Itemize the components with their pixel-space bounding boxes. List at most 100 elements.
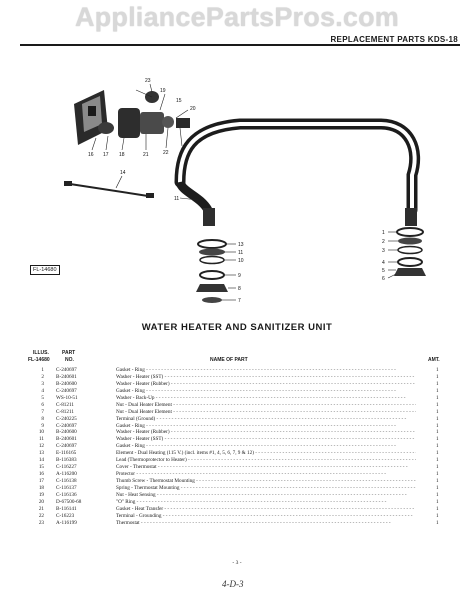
part-number: B-116141 [56, 505, 77, 512]
part-number: B-240600 [56, 429, 77, 436]
callout-23: 23 [145, 78, 151, 84]
item-number: 4 [41, 387, 44, 394]
part-name: Gasket - Ring [116, 443, 416, 450]
part-number: C-240697 [56, 387, 77, 394]
callout-22: 22 [163, 150, 169, 156]
part-number: C-240697 [56, 443, 77, 450]
page-header-title: REPLACEMENT PARTS KDS-18 [330, 35, 458, 44]
part-quantity: 1 [436, 491, 439, 498]
watermark-logo: AppliancePartsPros.com [74, 2, 399, 32]
section-title: WATER HEATER AND SANITIZER UNIT [141, 322, 333, 333]
table-row: 16A-116200Protector1 [0, 471, 474, 478]
part-name: Washer - Heater (Rubber) [116, 429, 416, 436]
left-washer-stack [196, 239, 228, 303]
callout-7: 7 [238, 298, 241, 304]
part-quantity: 1 [436, 436, 439, 443]
callout-18: 18 [119, 152, 125, 158]
part-quantity: 1 [436, 401, 439, 408]
part-number: B-240601 [56, 436, 77, 443]
part-name: Washer - Heater (SST) [116, 374, 416, 381]
part-quantity: 1 [436, 519, 439, 526]
part-name: Lead (Thermoprotector to Heater) [116, 457, 416, 464]
part-name: Terminal (Ground) [116, 416, 416, 423]
item-number: 17 [38, 478, 44, 484]
callout-21: 21 [143, 152, 149, 158]
part-quantity: 1 [436, 478, 439, 484]
table-row: 10 B-240600 Washer - Heater (Rubber) 1 [0, 429, 474, 436]
part-number: A-116199 [56, 519, 77, 526]
part-number: C-240697 [56, 422, 77, 429]
callout-11-top: 11 [174, 196, 179, 202]
thermostat-body [98, 89, 190, 138]
part-name: "O" Ring [116, 499, 416, 506]
callout-15: 15 [176, 98, 182, 104]
col-header-illus-sub: FL-14680 [28, 357, 50, 363]
part-quantity: 1 [436, 443, 439, 450]
item-number: 11 [39, 436, 44, 443]
item-number: 8 [41, 415, 44, 422]
part-quantity: 1 [436, 471, 439, 478]
page-number: - 3 - [232, 560, 242, 566]
item-number: 10 [38, 429, 44, 436]
item-number: 1 [41, 367, 44, 373]
callout-17: 17 [103, 152, 109, 158]
part-name: Terminal - Grounding [116, 513, 416, 520]
item-number: 5 [41, 394, 44, 401]
part-quantity: 1 [436, 457, 439, 464]
heater-tube [174, 118, 421, 226]
item-number: 20 [38, 498, 44, 505]
part-quantity: 1 [436, 429, 439, 436]
part-name: Gasket - Ring [116, 423, 416, 430]
callout-9: 9 [238, 273, 241, 279]
part-quantity: 1 [436, 387, 439, 394]
handwritten-note: 4-D-3 [222, 579, 244, 589]
part-quantity: 1 [436, 450, 439, 457]
part-name: Element - Dual Heating (115 V.) (incl. i… [116, 450, 416, 457]
item-number: 16 [38, 471, 44, 478]
part-number: WS-10-51 [56, 394, 78, 401]
table-row: 20D-67500-68"O" Ring1 [0, 499, 474, 506]
part-name: Nut - Dual Heater Element [116, 409, 416, 416]
part-number: C-240225 [56, 415, 77, 422]
part-quantity: 1 [436, 464, 439, 471]
part-number: B-240600 [56, 380, 77, 387]
right-washer-stack [394, 227, 426, 276]
item-number: 22 [38, 512, 44, 519]
thermostat-cover [74, 90, 108, 145]
col-header-part-sub: NO. [65, 357, 74, 363]
item-number: 12 [38, 443, 44, 450]
item-number: 7 [41, 408, 44, 415]
figure-label: FL-14680 [30, 265, 60, 275]
callout-20: 20 [190, 106, 196, 112]
part-name: Thermostat [116, 520, 416, 527]
callout-6: 6 [382, 276, 385, 282]
part-name: Washer - Back-Up [116, 395, 416, 402]
callout-8: 8 [238, 286, 241, 292]
part-number: C-116137 [56, 484, 77, 491]
callout-3: 3 [382, 248, 385, 254]
part-quantity: 1 [436, 422, 439, 429]
part-quantity: 1 [436, 380, 439, 387]
part-quantity: 1 [436, 408, 439, 415]
part-number: C-116227 [56, 464, 77, 471]
callout-19: 19 [160, 88, 166, 94]
table-row: 12 C-240697 Gasket - Ring 1 [0, 443, 474, 450]
col-header-name: NAME OF PART [210, 357, 248, 363]
callout-13: 13 [238, 242, 244, 248]
item-number: 15 [38, 464, 44, 471]
part-number: C-81211 [56, 408, 74, 415]
callout-11: 11 [238, 250, 243, 256]
part-number: C-81211 [56, 401, 74, 408]
callout-14: 14 [120, 170, 126, 176]
